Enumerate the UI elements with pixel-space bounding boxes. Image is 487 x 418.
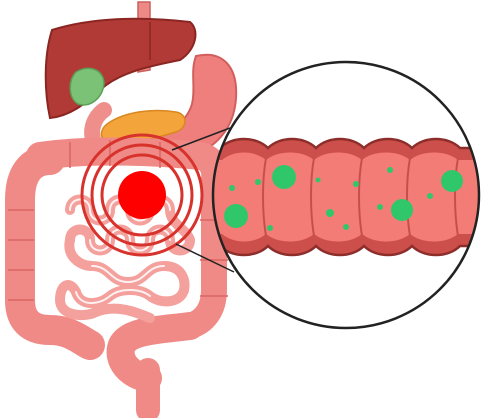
magnified-intestine [205, 139, 487, 255]
small-intestine-icon [60, 200, 190, 319]
liver-icon [46, 19, 196, 118]
gallbladder-icon [70, 68, 104, 105]
